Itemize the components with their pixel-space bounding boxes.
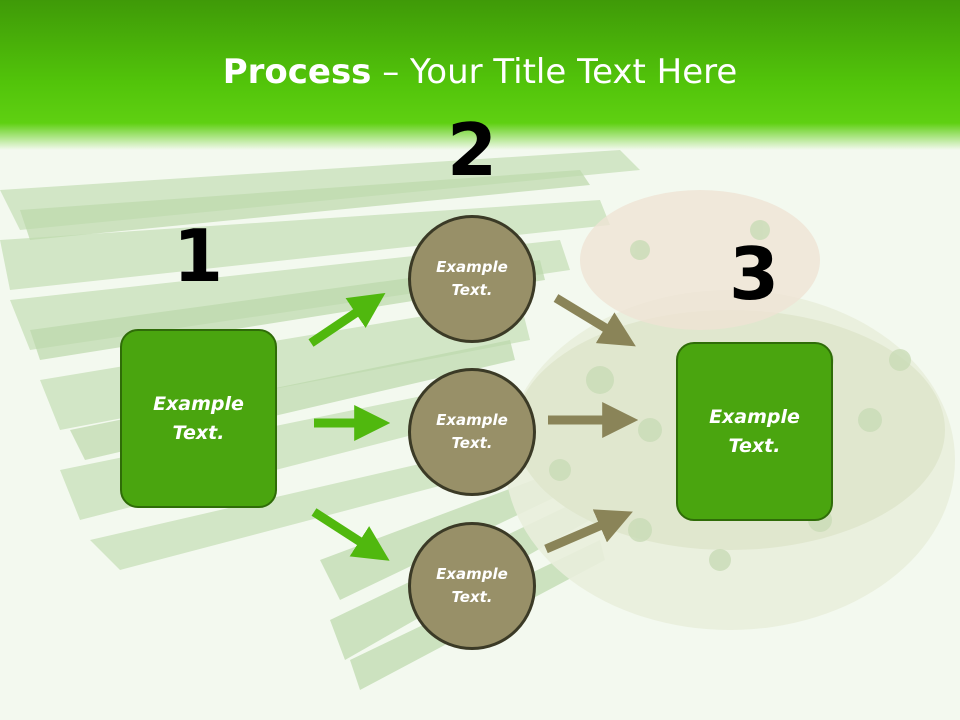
- slide-title: Process – Your Title Text Here: [0, 52, 960, 92]
- step-number-3: 3: [728, 232, 780, 316]
- step-number-1: 1: [172, 214, 224, 298]
- circle-bottom-line1: Example: [436, 565, 508, 583]
- arrow-down-olive: [553, 294, 636, 347]
- title-rest: – Your Title Text Here: [371, 52, 738, 92]
- step-number-2: 2: [446, 108, 498, 192]
- circle-top-line1: Example: [436, 258, 508, 276]
- title-banner: [0, 0, 960, 150]
- circle-top-line2: Text.: [451, 281, 493, 299]
- step3-text-line1: Example: [709, 405, 800, 428]
- title-bold: Process: [222, 52, 372, 92]
- step1-text-line1: Example: [153, 392, 244, 415]
- arrow-up-green: [308, 292, 386, 347]
- arrow-down-green: [311, 508, 390, 561]
- circle-bottom-line2: Text.: [451, 588, 493, 606]
- step1-text-line2: Text.: [172, 421, 225, 444]
- arrow-up-olive: [544, 509, 633, 554]
- step3-text-line2: Text.: [728, 434, 781, 457]
- circle-middle-line2: Text.: [451, 434, 493, 452]
- circle-middle-line1: Example: [436, 411, 508, 429]
